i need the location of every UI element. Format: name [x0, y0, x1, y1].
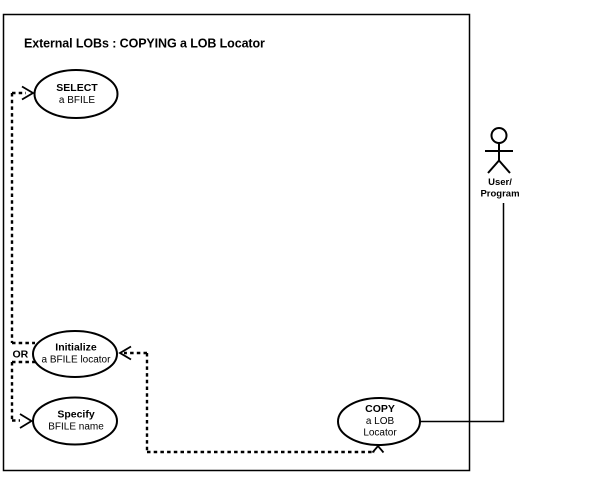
usecase-ellipse	[32, 330, 118, 378]
arrowhead-icon-specify	[19, 413, 34, 429]
actor-head	[490, 127, 508, 144]
usecase-specify-bfile-name: Specify BFILE name	[32, 396, 118, 446]
usecase-label-line: SELECT	[56, 82, 98, 94]
arrowhead-icon-copy	[371, 444, 385, 454]
usecase-ellipse	[337, 397, 421, 446]
or-label: OR	[13, 349, 29, 361]
system-boundary	[2, 13, 471, 472]
usecase-copy-a-lob-locator: COPY a LOB Locator	[337, 397, 421, 446]
usecase-ellipse	[32, 396, 118, 446]
usecase-label-line: COPY	[365, 403, 395, 415]
usecase-label-line: BFILE name	[48, 422, 104, 433]
usecase-select-a-bfile: SELECT a BFILE	[33, 69, 119, 119]
actor-leg-left	[487, 159, 500, 174]
usecase-label-line: a BFILE locator	[42, 355, 112, 366]
arrowhead-icon-initialize	[118, 345, 132, 361]
usecase-label-line: Locator	[363, 428, 397, 439]
diagram-title: External LOBs : COPYING a LOB Locator	[24, 37, 265, 51]
association-copy-to-actor	[420, 203, 505, 423]
usecase-label-line: Specify	[57, 409, 95, 421]
arrowhead-icon-select	[21, 85, 35, 101]
usecase-initialize-a-bfile-locator: Initialize a BFILE locator	[32, 330, 118, 378]
actor-leg-right	[498, 159, 511, 174]
usecase-ellipse	[33, 69, 119, 119]
actor-icon	[485, 127, 513, 174]
usecase-label-line: a LOB	[366, 416, 395, 427]
actor-label-line: User/	[488, 177, 512, 188]
usecase-label-line: a BFILE	[59, 95, 95, 106]
actor-label-line: Program	[480, 189, 519, 200]
actor-user-program: User/ Program	[480, 127, 520, 200]
usecase-label-line: Initialize	[55, 342, 97, 354]
